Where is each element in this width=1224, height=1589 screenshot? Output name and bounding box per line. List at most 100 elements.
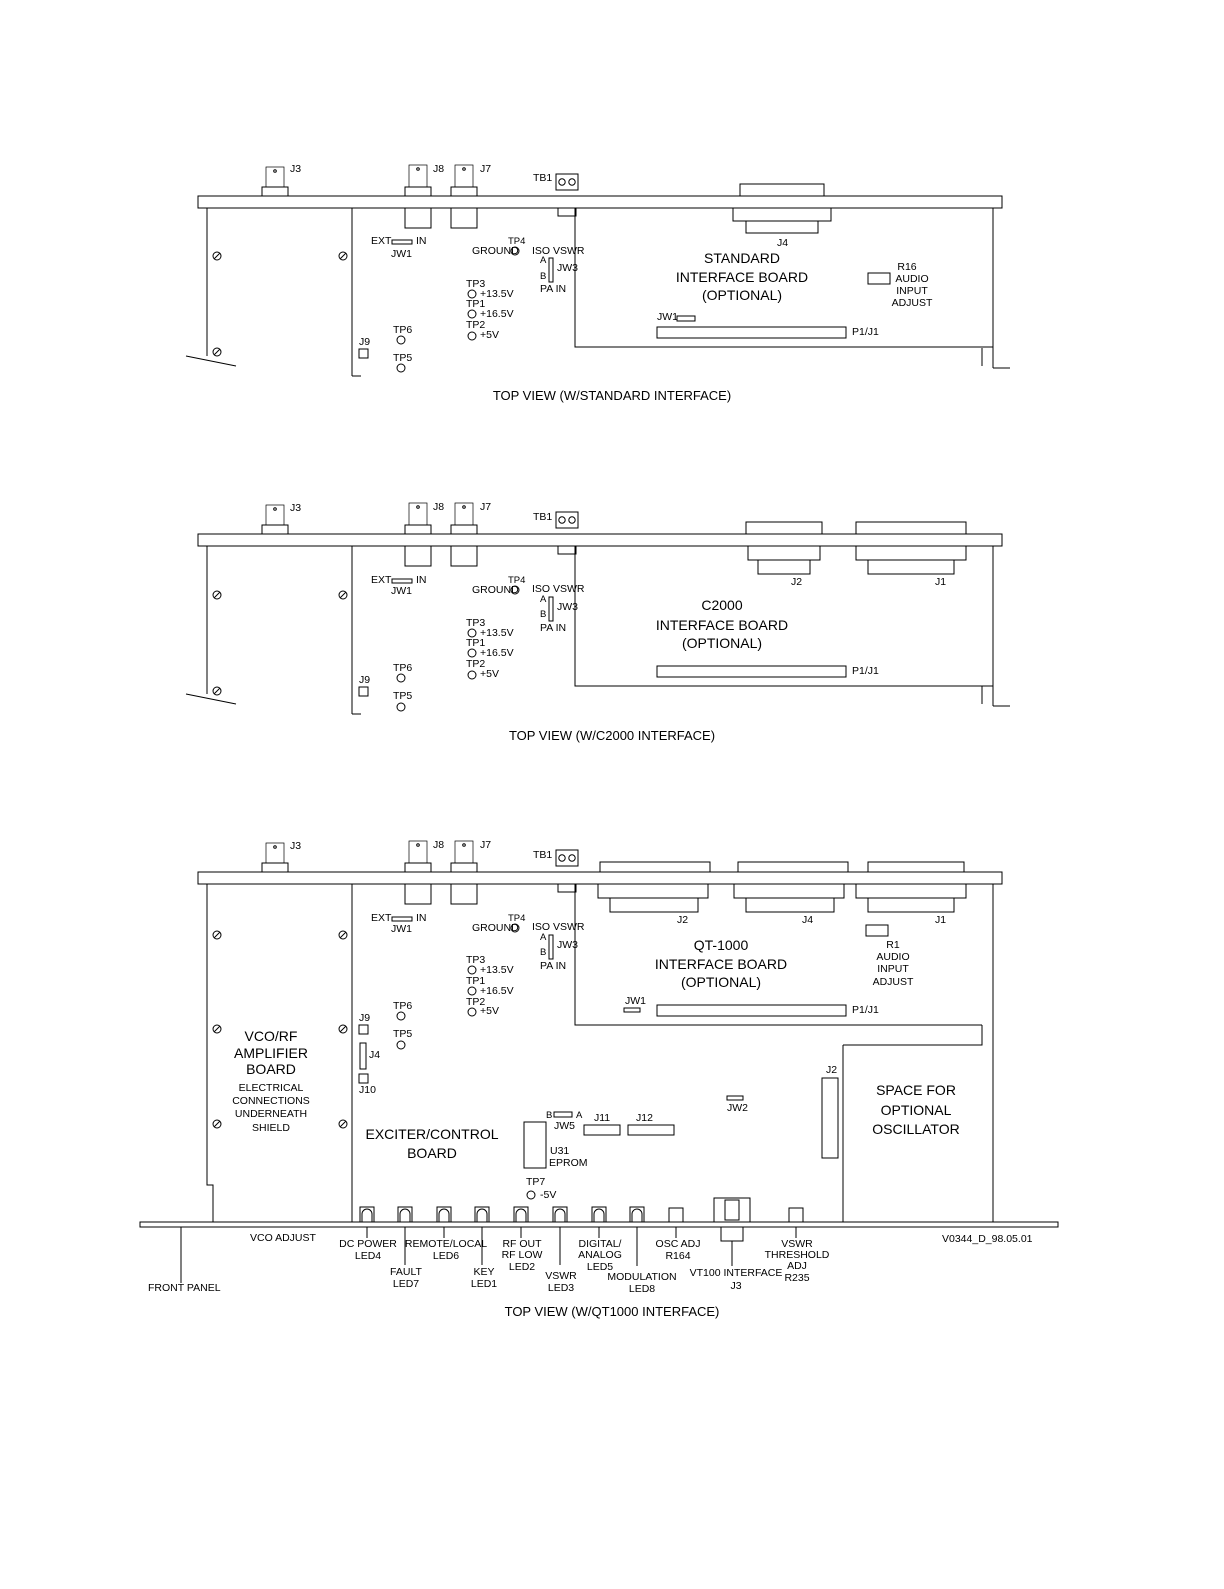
led-fault xyxy=(397,1206,413,1223)
front-panel-plate xyxy=(139,1221,1059,1228)
exciter-board-title: EXCITER/CONTROL xyxy=(365,1126,498,1142)
front-label: THRESHOLD xyxy=(765,1249,830,1261)
front-label: LED1 xyxy=(471,1278,497,1290)
dsub-label: J1 xyxy=(935,914,946,926)
front-panel-label: FRONT PANEL xyxy=(148,1282,221,1294)
front-label: DIGITAL/ xyxy=(579,1238,622,1250)
header-label: P1/J1 xyxy=(852,1004,879,1016)
testpoint-label: TP6 xyxy=(393,662,412,674)
testpoint-tp5 xyxy=(396,363,406,373)
vco-board-note: UNDERNEATH xyxy=(235,1108,307,1120)
front-label: LED4 xyxy=(355,1250,381,1262)
testpoint-label: TP5 xyxy=(393,352,412,364)
header-label: J2 xyxy=(826,1064,837,1076)
view-standard-interface: J3 J8 J7 TB1 EXT IN JW1 GROUND TP4 ISO V… xyxy=(185,163,1010,403)
bnc-connector-j3 xyxy=(261,504,289,535)
dsub-label: J2 xyxy=(677,914,688,926)
testpoint-tp5 xyxy=(396,1040,406,1050)
voltage-label: -5V xyxy=(540,1189,556,1201)
voltage-label: +16.5V xyxy=(480,985,514,997)
front-label: VSWR xyxy=(545,1270,577,1282)
front-label: LED5 xyxy=(587,1261,613,1273)
exciter-board-title: BOARD xyxy=(407,1145,457,1161)
testpoint-label: TP2 xyxy=(466,658,485,670)
jw3-pos-b: B xyxy=(540,609,546,620)
jumper-in-label: IN xyxy=(416,912,427,924)
connector-j4-small xyxy=(359,1042,367,1070)
testpoint-label: TP6 xyxy=(393,1000,412,1012)
voltage-label: +5V xyxy=(480,668,499,680)
jw5-pos-b: B xyxy=(546,1110,552,1121)
vco-board-title: AMPLIFIER xyxy=(234,1045,308,1061)
vco-board-note: CONNECTIONS xyxy=(232,1095,310,1107)
dsub-connector-j1 xyxy=(855,521,967,575)
ground-label: GROUND xyxy=(472,922,519,934)
testpoint-tp1 xyxy=(467,648,477,658)
pa-in-label: PA IN xyxy=(540,283,566,295)
adjust-label-line: ADJUST xyxy=(892,297,933,309)
pot-vswr-threshold xyxy=(788,1207,804,1223)
dsub-label: J4 xyxy=(802,914,813,926)
connector-label: J10 xyxy=(359,1084,376,1096)
adjust-label-line: AUDIO xyxy=(895,273,928,285)
board-title-line: STANDARD xyxy=(704,250,780,266)
testpoint-label: TP4 xyxy=(508,236,525,247)
chassis-top-rail xyxy=(197,195,1003,209)
bnc-connector-j7 xyxy=(450,164,478,229)
jumper-in-label: IN xyxy=(416,235,427,247)
testpoint-label: TP3 xyxy=(466,954,485,966)
connector-label: J3 xyxy=(290,502,301,514)
jw3-pos-a: A xyxy=(540,594,547,605)
mount-screw xyxy=(212,1024,222,1034)
dsub-connector-j4 xyxy=(732,183,832,234)
view-caption: TOP VIEW (W/STANDARD INTERFACE) xyxy=(493,388,731,403)
jumper-board-jw1 xyxy=(676,315,696,322)
testpoint-label: TP2 xyxy=(466,996,485,1008)
board-title-line: INTERFACE BOARD xyxy=(656,617,788,633)
connector-vt100 xyxy=(713,1197,751,1242)
jumper-board-jw1 xyxy=(623,1007,641,1013)
header-label: J12 xyxy=(636,1112,653,1124)
mount-screw xyxy=(212,686,222,696)
iso-vswr-label: ISO VSWR xyxy=(532,245,585,257)
jw3-pos-a: A xyxy=(540,932,547,943)
pot-osc-adj xyxy=(668,1207,684,1223)
adjust-label-line: R16 xyxy=(897,261,916,273)
front-label: DC POWER xyxy=(339,1238,397,1250)
connector-label: J8 xyxy=(433,839,444,851)
iso-vswr-label: ISO VSWR xyxy=(532,921,585,933)
jumper-label: JW1 xyxy=(391,585,412,597)
front-label: LED2 xyxy=(509,1261,535,1273)
board-title-line: INTERFACE BOARD xyxy=(655,956,787,972)
front-label: LED6 xyxy=(433,1250,459,1262)
dsub-label: J2 xyxy=(791,576,802,588)
testpoint-label: TP4 xyxy=(508,575,525,586)
jumper-in-label: IN xyxy=(416,574,427,586)
jumper-label: JW1 xyxy=(625,995,646,1007)
connector-j10 xyxy=(358,1073,369,1084)
front-leds xyxy=(359,1197,804,1242)
terminal-block-tb1 xyxy=(555,511,579,555)
testpoint-label: TP6 xyxy=(393,324,412,336)
testpoint-label: TP3 xyxy=(466,617,485,629)
connector-label: J9 xyxy=(359,674,370,686)
terminal-block-label: TB1 xyxy=(533,172,552,184)
bnc-connector-j3 xyxy=(261,166,289,197)
jumper-label: JW1 xyxy=(657,311,678,323)
eprom-u31 xyxy=(523,1121,547,1169)
header-p1j1 xyxy=(656,1004,847,1017)
front-label: ANALOG xyxy=(578,1249,622,1261)
chassis-top-rail xyxy=(197,871,1003,885)
voltage-label: +16.5V xyxy=(480,647,514,659)
iso-vswr-label: ISO VSWR xyxy=(532,583,585,595)
testpoint-tp4 xyxy=(510,246,520,256)
board-title-line: C2000 xyxy=(701,597,742,613)
voltage-label: +16.5V xyxy=(480,308,514,320)
front-label: VT100 INTERFACE xyxy=(690,1267,783,1279)
jumper-jw1 xyxy=(391,578,413,584)
led-dc-power xyxy=(359,1206,375,1223)
header-j2-vertical xyxy=(821,1077,839,1159)
testpoint-label: TP7 xyxy=(526,1176,545,1188)
